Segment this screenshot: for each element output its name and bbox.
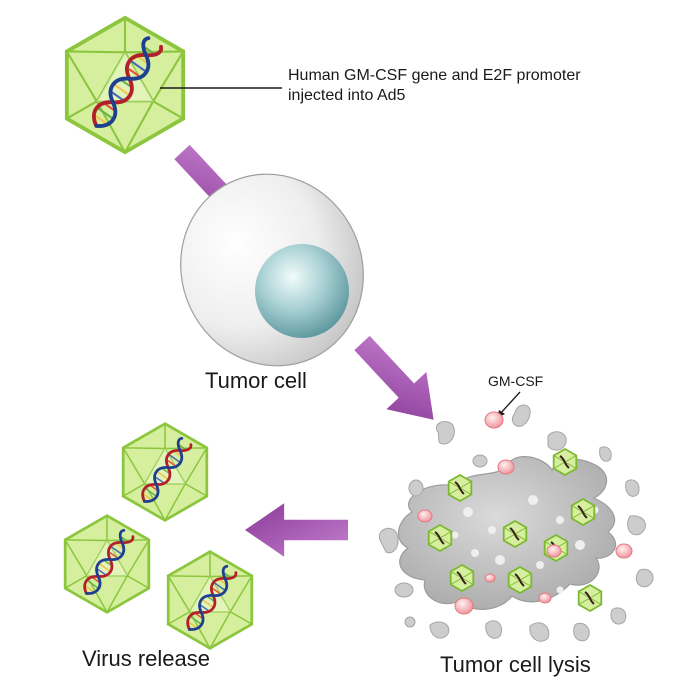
injected-virus-capsid xyxy=(64,15,186,155)
tumor-cell-nucleus xyxy=(255,244,349,338)
cell-debris xyxy=(378,404,654,642)
gm-csf-pointer xyxy=(498,391,521,416)
released-virus-3 xyxy=(166,550,254,650)
injection-label-line2: injected into Ad5 xyxy=(288,87,406,104)
virus-release-label: Virus release xyxy=(82,646,210,671)
arrow-cell-to-lysis xyxy=(342,324,454,439)
released-virus-1 xyxy=(121,422,209,522)
arrow-lysis-to-release xyxy=(245,503,348,557)
lysed-tumor-cell xyxy=(397,448,616,612)
tumor-cell-label: Tumor cell xyxy=(205,368,307,393)
tumor-cell-lysis-label: Tumor cell lysis xyxy=(440,652,591,677)
injection-label-line1: Human GM-CSF gene and E2F promoter xyxy=(288,67,581,84)
released-virus-2 xyxy=(63,514,151,614)
gm-csf-label: GM-CSF xyxy=(488,373,543,389)
gm-csf-particles xyxy=(417,411,633,615)
tumor-cell xyxy=(180,173,364,367)
